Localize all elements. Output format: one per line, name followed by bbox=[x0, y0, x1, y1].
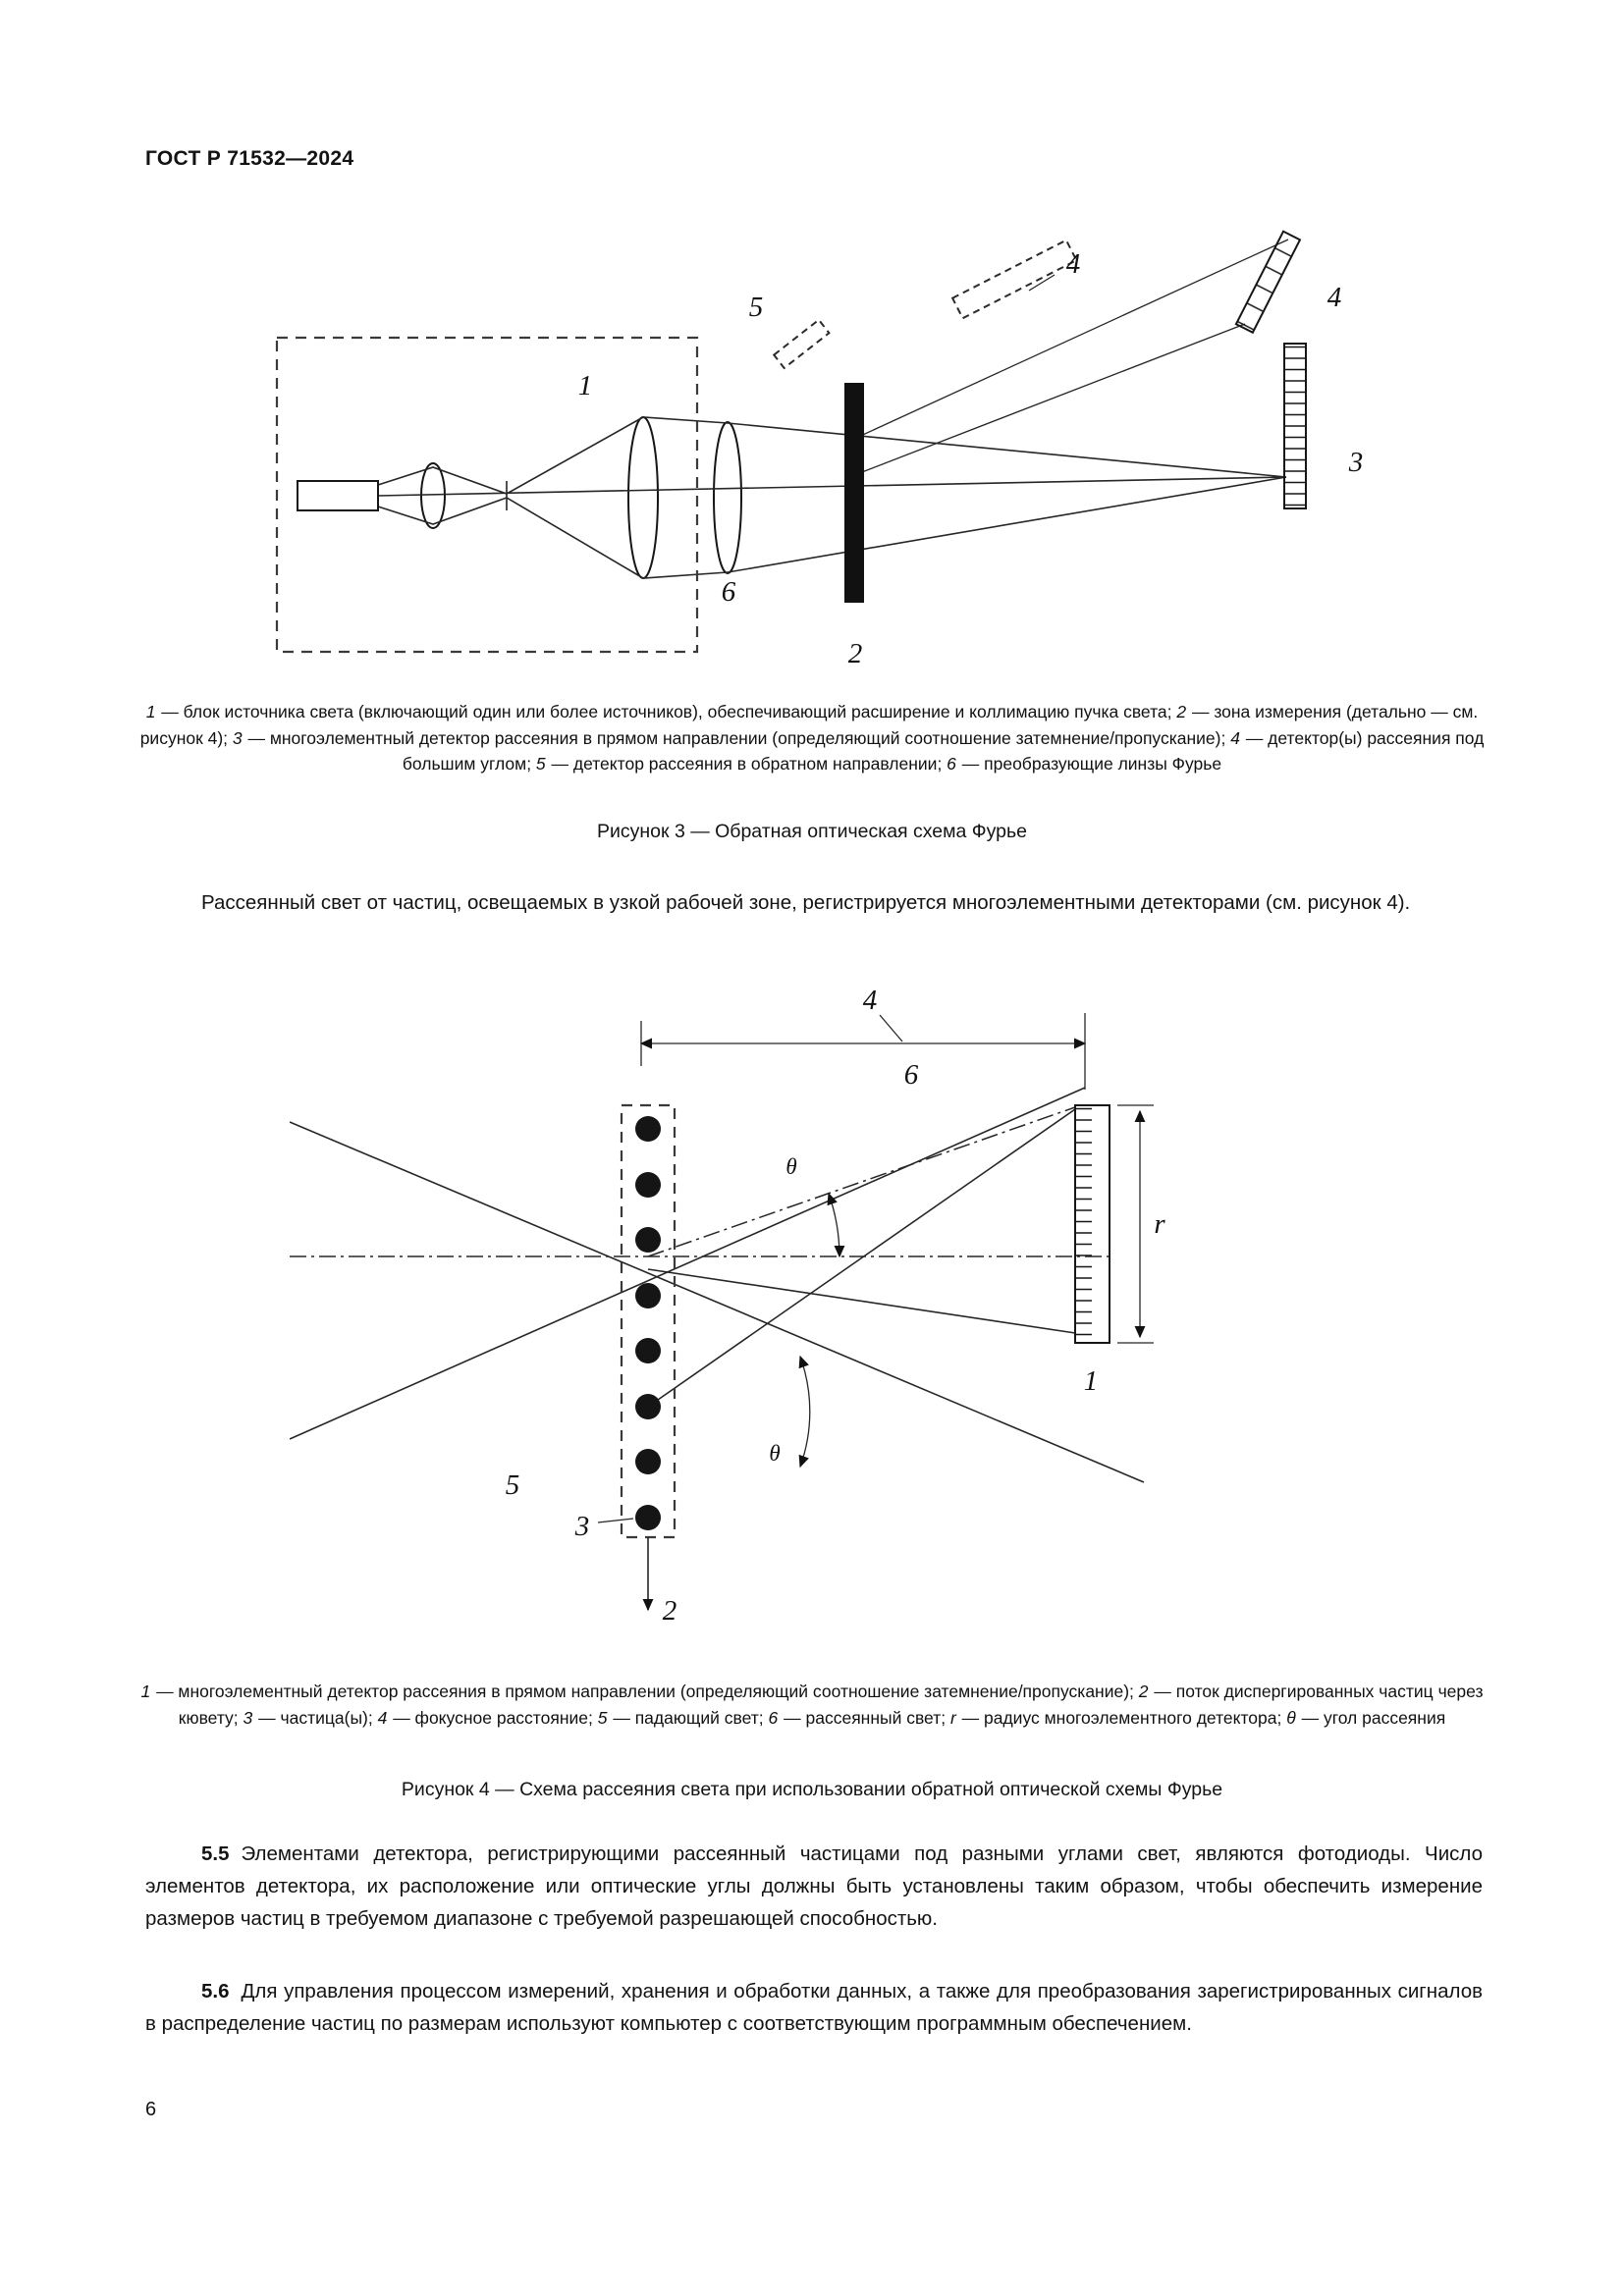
fig4-label-flow: 2 bbox=[663, 1595, 677, 1627]
incident-ray-lower bbox=[290, 1087, 1086, 1440]
fig4-label-radius: r bbox=[1154, 1208, 1165, 1240]
light-source-block-outline bbox=[275, 336, 699, 654]
back-scatter-detector bbox=[772, 318, 831, 370]
incident-ray-upper bbox=[290, 1121, 1145, 1483]
fig4-label-particle: 3 bbox=[574, 1511, 590, 1542]
theta-arc-lower bbox=[798, 1355, 811, 1468]
intro-paragraph: Рассеянный свет от частиц, освещаемых в … bbox=[201, 891, 1411, 914]
radius-dimension bbox=[1117, 1104, 1154, 1344]
multi-element-detector bbox=[1074, 1104, 1110, 1344]
fourier-lens-1 bbox=[627, 416, 659, 579]
beam-lines bbox=[377, 239, 1289, 579]
fig4-label-focal-distance: 4 bbox=[863, 985, 878, 1016]
theta-arc-upper bbox=[827, 1192, 845, 1258]
figure4-legend: 1 — многоэлементный детектор рассеяния в… bbox=[140, 1682, 1484, 1728]
lens-group bbox=[420, 416, 742, 579]
high-angle-detector-alt bbox=[950, 239, 1078, 320]
scattered-ray-2 bbox=[647, 1108, 1076, 1408]
particle bbox=[635, 1227, 661, 1253]
fig3-label-forward-detector: 3 bbox=[1348, 447, 1364, 478]
particle bbox=[635, 1338, 661, 1363]
high-angle-detector bbox=[1234, 230, 1302, 335]
fig3-label-back-detector: 5 bbox=[749, 292, 764, 323]
figure3-legend: 1 — блок источника света (включающий оди… bbox=[139, 702, 1485, 774]
particles bbox=[635, 1116, 661, 1530]
particle bbox=[635, 1449, 661, 1474]
fig3-label-zone: 2 bbox=[848, 638, 863, 669]
fig4-label-incident-light: 5 bbox=[506, 1469, 520, 1501]
fig3-label-high-angle-right: 4 bbox=[1327, 282, 1342, 313]
label4-leader-line bbox=[879, 1014, 903, 1042]
particle bbox=[635, 1283, 661, 1308]
page-number: 6 bbox=[145, 2099, 157, 2120]
label4-leader-line bbox=[1028, 274, 1056, 292]
light-source bbox=[297, 480, 379, 511]
fig4-label-detector: 1 bbox=[1084, 1365, 1099, 1397]
scattered-ray-1 bbox=[647, 1268, 1076, 1334]
clause-5-5-text: Элементами детектора, регистрирующими ра… bbox=[145, 1842, 1483, 1931]
standard-designation: ГОСТ Р 71532—2024 bbox=[145, 147, 354, 170]
focal-distance-dimension bbox=[639, 1013, 1087, 1090]
fig3-label-source-block: 1 bbox=[578, 370, 593, 401]
particle bbox=[635, 1394, 661, 1419]
clause-5-6-number: 5.6 bbox=[201, 1980, 230, 2002]
forward-detector bbox=[1283, 343, 1307, 509]
clause-5-5-number: 5.5 bbox=[201, 1842, 230, 1865]
collimating-lens bbox=[420, 462, 446, 529]
ray-lines bbox=[290, 1087, 1145, 1483]
fig4-label-scattered-light: 6 bbox=[904, 1059, 919, 1091]
figure4-diagram: 4 6 θ θ 5 3 2 1 r bbox=[290, 985, 1165, 1627]
particle bbox=[635, 1505, 661, 1530]
clause-5-6-text: Для управления процессом измерений, хран… bbox=[145, 1980, 1483, 2036]
label3-leader-line bbox=[597, 1518, 634, 1523]
figure3-diagram: 1 2 3 4 4 5 6 bbox=[275, 230, 1364, 669]
fourier-lens-2 bbox=[713, 421, 742, 574]
fig4-label-theta-upper: θ bbox=[785, 1154, 796, 1179]
fig3-label-high-angle-top: 4 bbox=[1066, 248, 1081, 280]
particle bbox=[635, 1172, 661, 1198]
fig3-label-fourier-lens: 6 bbox=[722, 576, 736, 608]
particle bbox=[635, 1116, 661, 1142]
fig4-label-theta-lower: θ bbox=[769, 1441, 780, 1466]
scatter-axis bbox=[647, 1106, 1076, 1257]
measurement-zone-bar bbox=[844, 383, 864, 603]
figure4-caption: Рисунок 4 — Схема рассеяния света при ис… bbox=[401, 1779, 1223, 1800]
figure3-caption: Рисунок 3 — Обратная оптическая схема Фу… bbox=[596, 821, 1028, 842]
